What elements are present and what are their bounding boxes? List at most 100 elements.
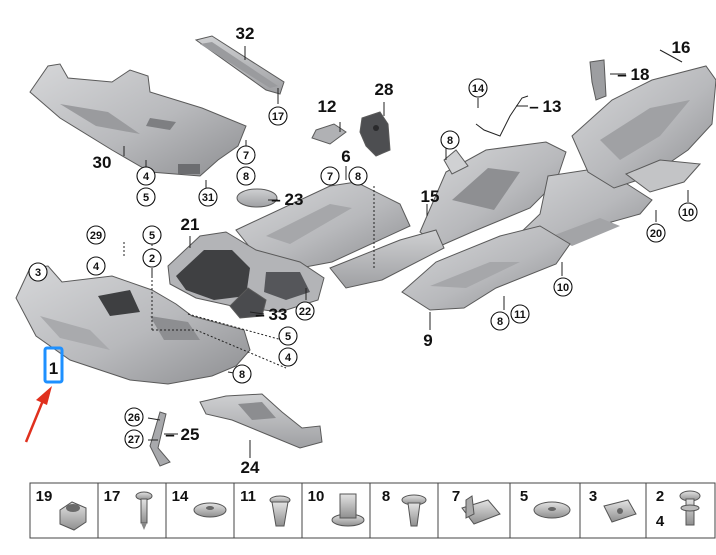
label-13: 13 — [543, 97, 562, 116]
callout-8-c: 8 — [440, 130, 460, 150]
label-dash-33: – — [255, 305, 264, 324]
label-28: 28 — [375, 80, 394, 99]
callout-11-a: 11 — [510, 304, 530, 324]
callout-20: 20 — [646, 223, 666, 243]
svg-text:29: 29 — [90, 230, 102, 242]
svg-text:31: 31 — [202, 192, 214, 204]
label-32: 32 — [236, 24, 255, 43]
part-18-bracket — [589, 59, 607, 101]
callout-4-b: 4 — [86, 256, 106, 276]
part-25-strut — [149, 411, 171, 467]
highlight-part-1 — [43, 346, 64, 384]
svg-text:5: 5 — [285, 331, 291, 343]
callout-labels: 32 30 12 28 6 23 15 13 16 18 21 33 9 1 2… — [28, 24, 698, 477]
label-33: 33 — [269, 305, 288, 324]
svg-text:8: 8 — [243, 171, 249, 183]
label-24: 24 — [241, 458, 260, 477]
svg-text:8: 8 — [447, 135, 453, 147]
callout-8-b: 8 — [348, 166, 368, 186]
callout-14: 14 — [468, 78, 488, 98]
callout-2: 2 — [142, 248, 162, 268]
label-dash-13: – — [529, 97, 538, 116]
callout-4-a: 4 — [136, 166, 156, 186]
svg-text:2: 2 — [149, 253, 155, 265]
svg-text:11: 11 — [514, 309, 526, 321]
clip-nut-icon — [461, 495, 501, 525]
svg-text:3: 3 — [35, 267, 41, 279]
label-dash-23: – — [271, 190, 280, 209]
hw-label-14: 14 — [172, 488, 189, 505]
hw-label-19: 19 — [36, 488, 53, 505]
svg-text:10: 10 — [682, 207, 694, 219]
part-32-strip — [194, 35, 285, 95]
part-28-bracket — [359, 111, 391, 157]
speed-nut-icon — [603, 499, 637, 523]
callout-22: 22 — [295, 301, 315, 321]
part-13-hanger — [475, 95, 529, 137]
part-33-dark-piece — [229, 287, 267, 319]
svg-text:14: 14 — [472, 83, 485, 95]
callout-5-c: 5 — [278, 326, 298, 346]
svg-text:22: 22 — [299, 306, 311, 318]
label-6: 6 — [341, 147, 350, 166]
callout-8-e: 8 — [232, 364, 252, 384]
svg-text:10: 10 — [557, 282, 569, 294]
part-30-front-shield — [29, 63, 247, 177]
push-clip-icon — [269, 495, 291, 527]
hw-label-7: 7 — [452, 488, 460, 505]
screw-icon — [135, 491, 153, 530]
part-24-lower-bracket — [199, 393, 323, 449]
callout-10-a: 10 — [678, 202, 698, 222]
callout-5-b: 5 — [142, 225, 162, 245]
label-1: 1 — [49, 359, 58, 378]
flat-washer-icon — [533, 501, 571, 519]
label-16: 16 — [672, 38, 691, 57]
hw-label-11: 11 — [240, 488, 256, 505]
callout-27: 27 — [124, 429, 144, 449]
callout-3: 3 — [28, 262, 48, 282]
label-dash-18: – — [617, 65, 626, 84]
bolt-icon — [679, 490, 701, 526]
callout-5-a: 5 — [136, 187, 156, 207]
callout-7-a: 7 — [236, 145, 256, 165]
label-dash-25: – — [165, 425, 174, 444]
label-21: 21 — [181, 215, 200, 234]
hex-nut-icon — [59, 501, 87, 531]
part-9-floor-panel — [401, 225, 571, 311]
part-center-connector — [329, 229, 445, 289]
label-15: 15 — [421, 187, 440, 206]
svg-text:7: 7 — [327, 171, 333, 183]
svg-text:5: 5 — [143, 192, 149, 204]
hw-label-4: 4 — [656, 513, 665, 530]
hw-label-17: 17 — [104, 488, 121, 505]
svg-text:8: 8 — [239, 369, 245, 381]
collar-nut-icon — [331, 493, 365, 527]
part-12-pad — [311, 123, 347, 145]
svg-text:20: 20 — [650, 228, 662, 240]
svg-text:5: 5 — [149, 230, 155, 242]
hardware-strip: 19 17 14 11 10 8 7 5 3 2 4 — [29, 482, 716, 539]
callout-31: 31 — [198, 187, 218, 207]
part-15-tunnel-shield — [419, 141, 567, 247]
part-23-round-cover — [236, 188, 278, 208]
callout-8-d: 8 — [490, 311, 510, 331]
svg-text:4: 4 — [93, 261, 100, 273]
callout-4-c: 4 — [278, 347, 298, 367]
svg-text:7: 7 — [243, 150, 249, 162]
part-16-rear-shield — [571, 65, 716, 193]
hw-label-3: 3 — [589, 488, 597, 505]
part-1-front-lower-shield — [15, 265, 251, 385]
label-30: 30 — [93, 153, 112, 172]
part-21-dark-shield — [167, 231, 325, 313]
svg-text:4: 4 — [143, 171, 150, 183]
callout-29: 29 — [86, 225, 106, 245]
svg-text:4: 4 — [285, 352, 292, 364]
hw-label-10: 10 — [308, 488, 325, 505]
svg-text:27: 27 — [128, 434, 140, 446]
svg-text:26: 26 — [128, 412, 140, 424]
callout-10-b: 10 — [553, 277, 573, 297]
callout-26: 26 — [124, 407, 144, 427]
hw-label-5: 5 — [520, 488, 528, 505]
red-arrow — [24, 386, 52, 443]
